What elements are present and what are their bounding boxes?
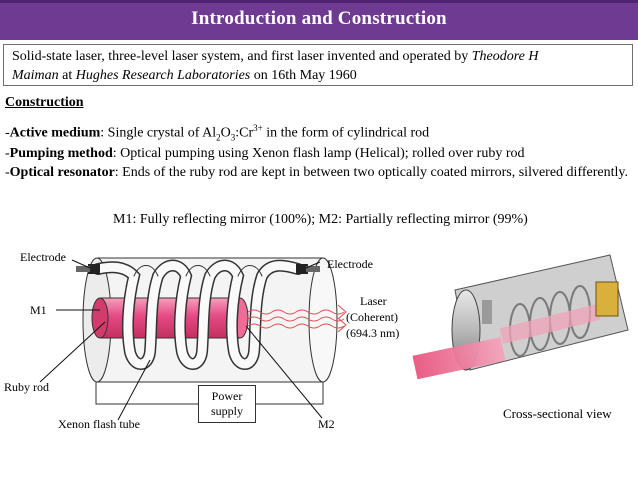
superscript-3plus: 3+ xyxy=(253,123,263,133)
label-ruby-rod: Ruby rod xyxy=(4,380,49,394)
electrode-right-shape xyxy=(296,264,320,274)
label-laser-coherent: (Coherent) xyxy=(346,310,398,324)
label-m2: M2 xyxy=(318,417,335,431)
title-bar xyxy=(0,0,638,40)
active-medium-text: : Single crystal of Al xyxy=(100,125,217,141)
inventor-name: Theodore H xyxy=(471,49,539,64)
label-laser-wavelength: (694.3 nm) xyxy=(346,326,400,340)
label-cross-section: Cross-sectional view xyxy=(503,406,612,421)
page-title: Introduction and Construction xyxy=(191,8,447,29)
intro-text-2: at xyxy=(58,68,76,83)
active-medium-label: Active medium xyxy=(9,125,101,141)
pumping-line: -Pumping method: Optical pumping using X… xyxy=(5,146,525,161)
flash-tube-helix xyxy=(92,259,304,370)
label-m1: M1 xyxy=(30,303,47,317)
resonator-paragraph: -Optical resonator: Ends of the ruby rod… xyxy=(5,165,628,180)
subscript-3: 3 xyxy=(230,132,236,143)
intro-box: Solid-state laser, three-level laser sys… xyxy=(3,44,633,86)
power-wires xyxy=(95,382,324,405)
resonator-label: Optical resonator xyxy=(9,165,115,180)
label-electrode-left: Electrode xyxy=(20,250,66,264)
power-label-2: supply xyxy=(210,404,243,418)
title-box: Introduction and Construction xyxy=(0,3,638,35)
label-electrode-right: Electrode xyxy=(327,257,373,271)
intro-text-3: on 16th May 1960 xyxy=(250,68,357,83)
inventor-surname: Maiman xyxy=(12,68,59,83)
lab-name: Hughes Research Laboratories xyxy=(75,68,251,83)
resonator-text: : Ends of the ruby rod are kept in betwe… xyxy=(114,165,628,180)
active-medium-line: -Active medium: Single crystal of Al2O3:… xyxy=(5,123,430,143)
intro-text-1: Solid-state laser, three-level laser sys… xyxy=(12,49,472,64)
label-laser: Laser xyxy=(360,294,387,308)
construction-heading: Construction xyxy=(5,95,84,110)
pumping-text: : Optical pumping using Xenon flash lamp… xyxy=(112,146,525,161)
mirrors-line: M1: Fully reflecting mirror (100%); M2: … xyxy=(113,212,528,227)
subscript-2: 2 xyxy=(216,132,221,143)
oxygen-symbol: O xyxy=(220,125,231,141)
electrode-left-shape xyxy=(76,264,100,274)
chromium-symbol: :Cr xyxy=(235,125,254,141)
ruby-rod xyxy=(91,297,249,339)
cross-section-image xyxy=(412,254,629,380)
active-medium-text-end: in the form of cylindrical rod xyxy=(262,125,430,141)
construction-heading-row: Construction xyxy=(5,94,84,112)
pumping-label: Pumping method xyxy=(9,146,113,161)
laser-output xyxy=(247,304,347,333)
power-supply-box: Power supply xyxy=(198,385,256,423)
leader-lines xyxy=(39,259,323,421)
label-flash-tube: Xenon flash tube xyxy=(58,417,140,431)
power-label-1: Power xyxy=(211,389,243,403)
